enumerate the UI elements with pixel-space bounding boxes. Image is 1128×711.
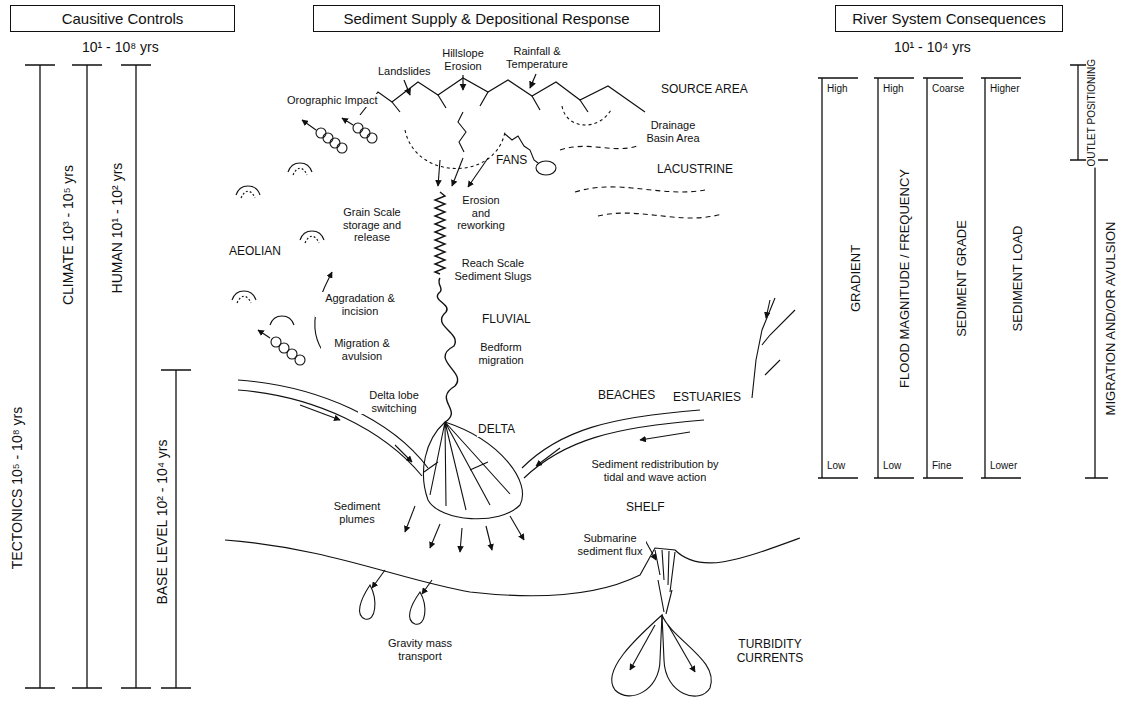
shelf-and-basin bbox=[225, 506, 800, 696]
process-label: Rainfall & Temperature bbox=[500, 45, 574, 70]
process-label: Drainage Basin Area bbox=[639, 119, 707, 144]
process-label: Hillslope Erosion bbox=[433, 47, 493, 72]
zone-label: AEOLIAN bbox=[228, 245, 282, 259]
delta-and-coast bbox=[238, 298, 795, 519]
source-mountains bbox=[360, 74, 645, 115]
process-label: Grain Scale storage and release bbox=[332, 206, 412, 244]
scale-end: Coarse bbox=[931, 83, 965, 95]
scale-end: Higher bbox=[989, 83, 1020, 95]
process-label: Aggradation & incision bbox=[315, 292, 405, 317]
time-range: 10¹ - 10⁴ yrs bbox=[893, 39, 972, 55]
scale-end: Fine bbox=[931, 460, 952, 472]
process-label: Gravity mass transport bbox=[384, 637, 456, 662]
header-box: Causitive Controls bbox=[10, 5, 235, 32]
process-label: Sediment redistribution by tidal and wav… bbox=[579, 458, 731, 483]
consequence-label: SEDIMENT GRADE bbox=[955, 219, 970, 338]
header-text: Sediment Supply & Depositional Response bbox=[343, 10, 629, 27]
process-label: Reach Scale Sediment Slugs bbox=[452, 257, 534, 282]
zone-label: LACUSTRINE bbox=[656, 163, 734, 177]
zone-label: BEACHES bbox=[597, 389, 656, 403]
scale-end: Lower bbox=[989, 460, 1018, 472]
process-label: Submarine sediment flux bbox=[574, 532, 646, 557]
process-label: Bedform migration bbox=[468, 341, 534, 366]
scale-end: High bbox=[826, 83, 849, 95]
time-scale-bars bbox=[25, 65, 1108, 688]
consequence-label: FLOOD MAGNITUDE / FREQUENCY bbox=[898, 168, 913, 389]
process-label: Orographic Impact bbox=[286, 94, 378, 107]
control-label: HUMAN 10¹ - 10² yrs bbox=[109, 162, 125, 295]
header-text: Causitive Controls bbox=[62, 10, 184, 27]
zone-label: TURBIDITY CURRENTS bbox=[723, 638, 817, 666]
header-box: Sediment Supply & Depositional Response bbox=[313, 5, 660, 32]
scale-end: High bbox=[882, 83, 905, 95]
time-range: 10¹ - 10⁸ yrs bbox=[81, 39, 160, 55]
consequence-label: MIGRATION AND/OR AVULSION bbox=[1104, 221, 1119, 417]
process-label: Landslides bbox=[377, 65, 432, 78]
process-label: Sediment plumes bbox=[326, 500, 388, 525]
process-label: Erosion and reworking bbox=[452, 194, 510, 232]
control-label: BASE LEVEL 10² - 10⁴ yrs bbox=[154, 439, 170, 606]
zone-label: SHELF bbox=[625, 501, 666, 515]
process-label: Delta lobe switching bbox=[358, 389, 430, 414]
scale-end: Low bbox=[882, 460, 902, 472]
zone-label: ESTUARIES bbox=[672, 391, 742, 405]
consequence-label: OUTLET POSITIONING bbox=[1086, 58, 1098, 168]
zone-label: FANS bbox=[495, 154, 528, 168]
control-label: TECTONICS 10⁵ - 10⁸ yrs bbox=[9, 406, 25, 570]
consequence-label: GRADIENT bbox=[849, 244, 864, 313]
scale-end: Low bbox=[826, 460, 846, 472]
consequence-label: SEDIMENT LOAD bbox=[1011, 224, 1026, 332]
zone-label: DELTA bbox=[477, 423, 516, 437]
header-box: River System Consequences bbox=[835, 5, 1063, 32]
header-text: River System Consequences bbox=[852, 10, 1045, 27]
process-label: Migration & avulsion bbox=[321, 337, 403, 362]
zone-label: FLUVIAL bbox=[481, 313, 532, 327]
zone-label: SOURCE AREA bbox=[660, 83, 749, 97]
control-label: CLIMATE 10³ - 10⁵ yrs bbox=[60, 164, 76, 306]
